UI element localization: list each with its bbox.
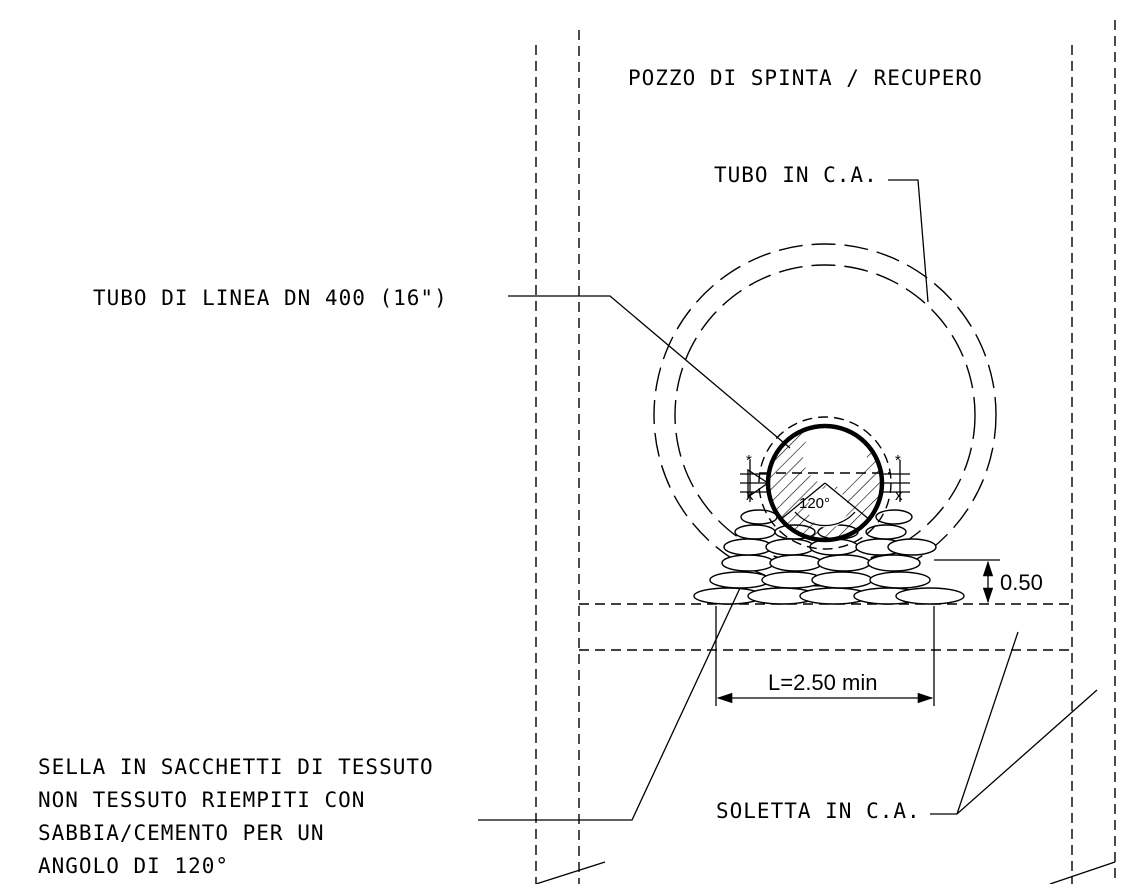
svg-text:*: * — [746, 452, 752, 469]
sandbag-saddle — [693, 509, 965, 605]
pozzo-label: POZZO DI SPINTA / RECUPERO — [628, 66, 983, 90]
svg-text:x: x — [746, 487, 754, 504]
height-dimension-label: 0.50 — [1000, 570, 1043, 595]
sandbag — [867, 554, 921, 572]
height-dimension — [934, 559, 1000, 604]
sandbag — [887, 538, 937, 556]
angle-label: 120° — [799, 495, 830, 512]
sella-label-block: SELLA IN SACCHETTI DI TESSUTO NON TESSUT… — [38, 755, 434, 878]
sella-line-2: NON TESSUTO RIEMPITI CON — [38, 788, 365, 812]
soletta-label: SOLETTA IN C.A. — [716, 799, 921, 823]
sandbag — [869, 571, 931, 589]
svg-text:x: x — [895, 487, 903, 504]
tubo-linea-label: TUBO DI LINEA DN 400 (16") — [93, 286, 448, 310]
sandbag — [817, 554, 871, 572]
length-dimension-label: L=2.50 min — [768, 670, 877, 695]
sandbag — [709, 571, 771, 589]
tubo-ca-leader — [888, 179, 929, 303]
sandbag — [811, 571, 873, 589]
soletta-slab — [535, 649, 1116, 884]
sandbag — [895, 587, 965, 605]
sandbag — [865, 524, 907, 540]
sella-line-1: SELLA IN SACCHETTI DI TESSUTO — [38, 755, 434, 779]
sella-line-3: SABBIA/CEMENTO PER UN — [38, 821, 325, 845]
sandbag — [769, 554, 823, 572]
length-dimension — [715, 606, 935, 706]
soletta-leader-b — [956, 631, 1019, 815]
sandbag — [721, 554, 775, 572]
svg-text:*: * — [895, 452, 901, 469]
sandbag — [734, 524, 776, 540]
sandbag — [875, 509, 913, 525]
sella-line-4: ANGOLO DI 120° — [38, 854, 229, 878]
boundary-lines — [535, 20, 1116, 884]
tubo-linea-leader — [508, 295, 791, 449]
sandbag — [723, 538, 773, 556]
tubo-ca-label: TUBO IN C.A. — [714, 163, 878, 187]
sella-leader — [478, 587, 741, 821]
